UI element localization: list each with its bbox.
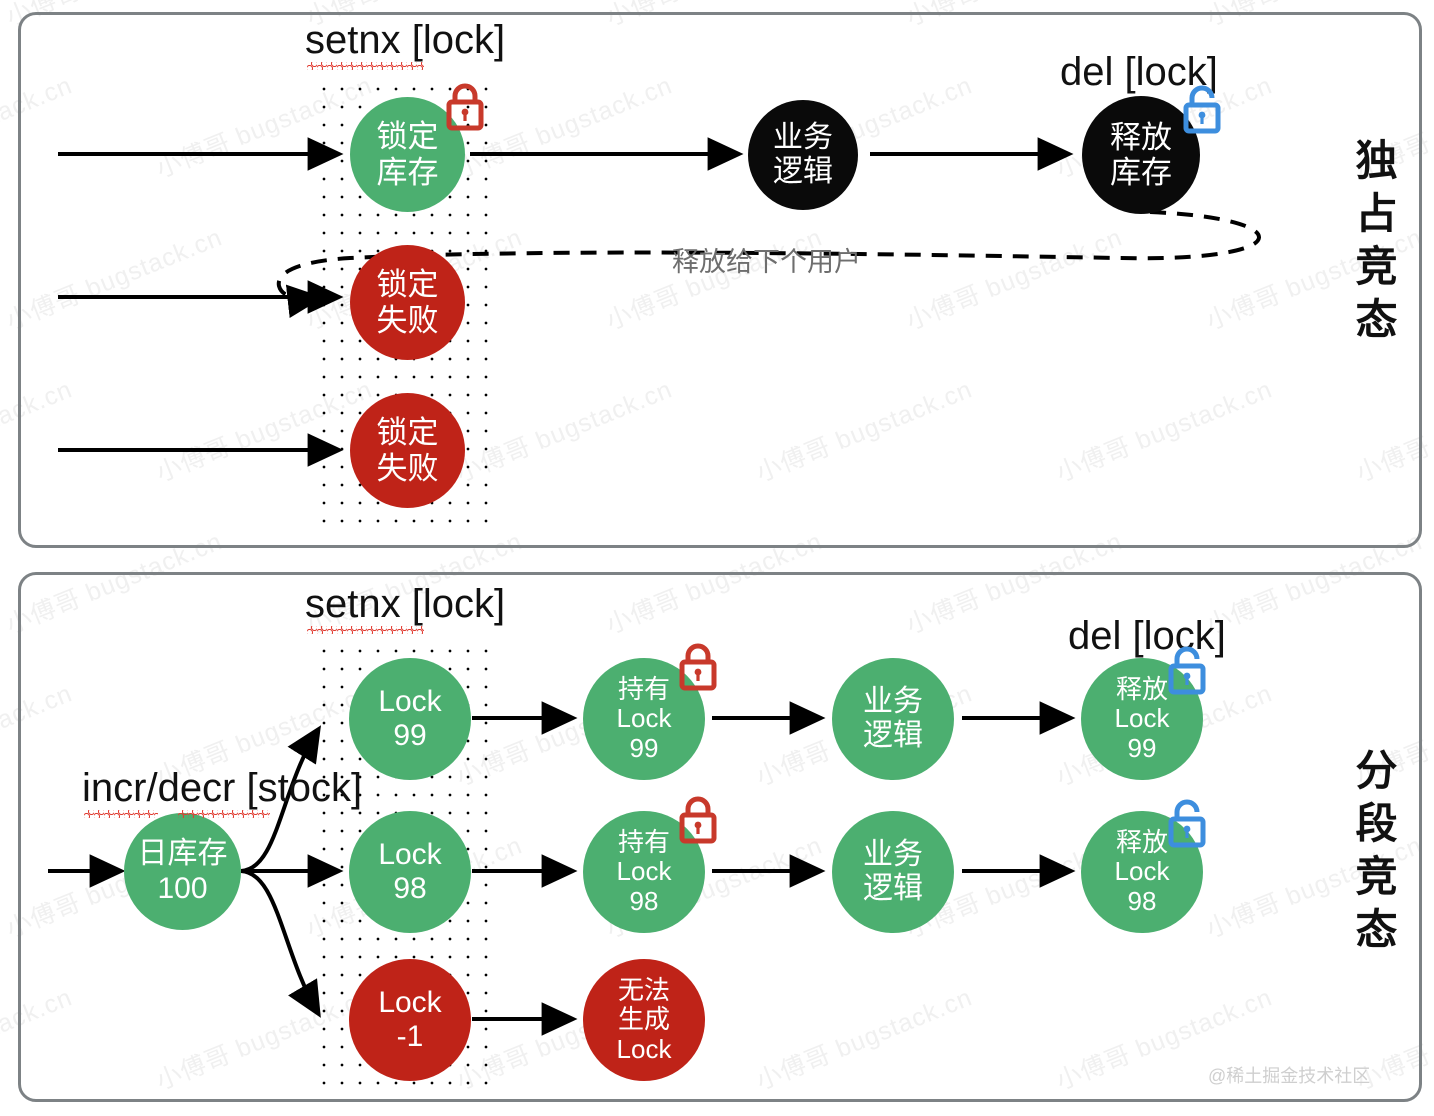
panel-exclusive-race <box>18 12 1422 548</box>
node-lock-neg1[interactable]: Lock -1 <box>349 959 471 1081</box>
node-line: -1 <box>396 1020 424 1053</box>
node-line: 业务 <box>863 837 923 871</box>
node-lock-stock[interactable]: 锁定 库存 <box>350 97 465 212</box>
node-line: 释放 <box>1115 673 1168 704</box>
node-lock-98[interactable]: Lock 98 <box>349 811 471 933</box>
node-line: 无法 <box>617 974 670 1005</box>
node-daily-stock[interactable]: 日库存 100 <box>124 813 241 930</box>
lock-closed-icon <box>679 796 717 844</box>
node-line: 锁定 <box>376 415 439 451</box>
node-line: Lock <box>1114 856 1170 887</box>
node-line: 99 <box>393 719 427 752</box>
node-line: 库存 <box>376 154 439 190</box>
node-line: 业务 <box>863 684 923 718</box>
node-line: 持有 <box>617 673 670 704</box>
side-label-exclusive-race: 独占竞态 <box>1350 138 1397 350</box>
node-line: 日库存 <box>137 837 228 871</box>
node-lock-fail-1[interactable]: 锁定 失败 <box>350 245 465 360</box>
squiggle-setnx-bottom <box>307 626 424 634</box>
node-hold-lock-99[interactable]: 持有 Lock 99 <box>583 658 705 780</box>
node-line: 逻辑 <box>863 872 923 905</box>
squiggle-setnx-top <box>307 62 424 70</box>
node-line: Lock <box>616 703 672 734</box>
node-line: Lock <box>1114 703 1170 734</box>
node-business-logic-98[interactable]: 业务 逻辑 <box>832 811 954 933</box>
node-lock-fail-2[interactable]: 锁定 失败 <box>350 393 465 508</box>
panel-segmented-race <box>18 572 1422 1102</box>
label-incr-decr: incr/decr [stock] <box>82 766 363 810</box>
node-business-logic-top[interactable]: 业务 逻辑 <box>748 100 858 210</box>
node-release-stock[interactable]: 释放 库存 <box>1082 96 1200 214</box>
node-line: 锁定 <box>376 267 439 303</box>
node-line: 逻辑 <box>773 155 833 188</box>
node-line: 99 <box>629 732 659 763</box>
node-release-lock-99[interactable]: 释放 Lock 99 <box>1081 658 1203 780</box>
node-line: 98 <box>1127 885 1157 916</box>
node-line: 释放 <box>1115 826 1168 857</box>
node-line: 持有 <box>617 826 670 857</box>
node-hold-lock-98[interactable]: 持有 Lock 98 <box>583 811 705 933</box>
label-setnx-bottom: setnx [lock] <box>305 582 506 626</box>
node-line: 失败 <box>376 302 439 338</box>
node-line: 99 <box>1127 732 1157 763</box>
node-line: Lock <box>378 985 442 1019</box>
node-line: 释放 <box>1110 119 1172 155</box>
node-line: 失败 <box>376 450 439 486</box>
node-line: 98 <box>393 872 427 905</box>
label-del-bottom: del [lock] <box>1068 614 1226 658</box>
node-line: Lock <box>616 856 672 887</box>
lock-closed-icon <box>446 83 484 131</box>
label-del-top: del [lock] <box>1060 50 1218 94</box>
squiggle-decr <box>178 810 270 818</box>
caption-release-to-next-user: 释放给下个用户 <box>672 247 861 277</box>
node-line: 98 <box>629 885 659 916</box>
node-line: 100 <box>157 871 208 905</box>
squiggle-incr <box>84 810 158 818</box>
lock-open-icon <box>1168 799 1206 848</box>
node-line: 业务 <box>773 120 833 154</box>
node-line: 生成 <box>617 1004 670 1035</box>
node-line: 逻辑 <box>863 719 923 752</box>
node-line: Lock <box>378 837 442 871</box>
arrow-stock-lockneg1 <box>240 869 321 1018</box>
node-line: 锁定 <box>376 119 439 155</box>
lock-open-icon <box>1168 646 1206 695</box>
label-setnx-top: setnx [lock] <box>305 18 506 62</box>
node-release-lock-98[interactable]: 释放 Lock 98 <box>1081 811 1203 933</box>
node-lock-99[interactable]: Lock 99 <box>349 658 471 780</box>
credit-watermark: @稀土掘金技术社区 <box>1208 1066 1371 1086</box>
node-line: 库存 <box>1110 155 1172 190</box>
side-label-segmented-race: 分段竞态 <box>1350 748 1397 960</box>
lock-closed-icon <box>679 643 717 691</box>
arrow-release-to-retry <box>276 210 1261 319</box>
node-business-logic-99[interactable]: 业务 逻辑 <box>832 658 954 780</box>
node-cannot-create-lock[interactable]: 无法 生成 Lock <box>583 959 705 1081</box>
node-line: Lock <box>616 1033 672 1064</box>
node-line: Lock <box>378 684 442 718</box>
lock-open-icon <box>1183 85 1221 134</box>
arrow-stock-lock99 <box>240 725 321 873</box>
